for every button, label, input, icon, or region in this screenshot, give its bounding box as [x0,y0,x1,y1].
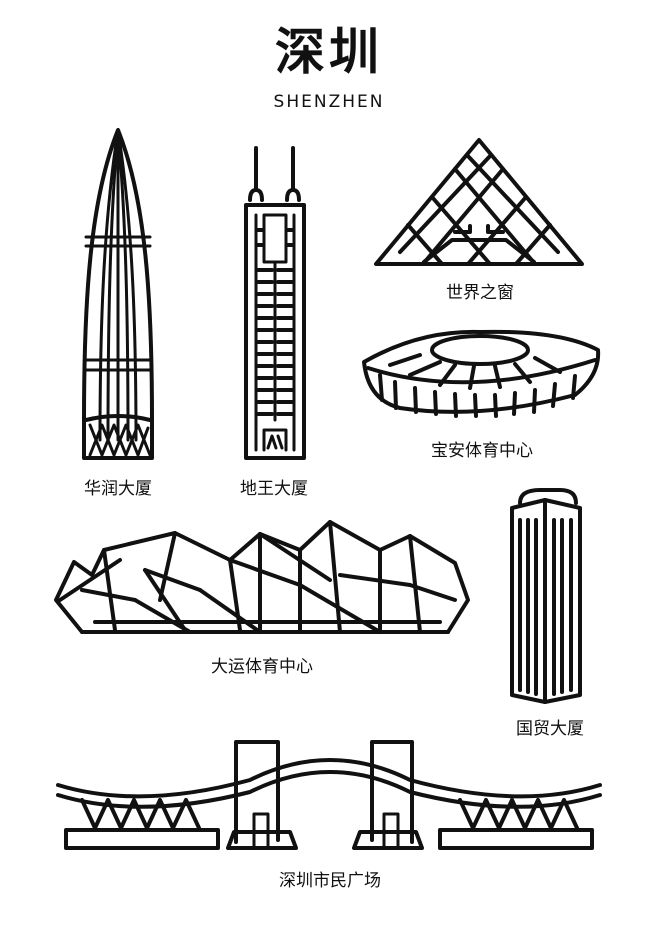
label-baoan-stadium: 宝安体育中心 [431,441,533,461]
label-china-resources-tower: 华润大厦 [84,479,152,499]
window-of-the-world-drawing [374,138,584,266]
page-subtitle: SHENZHEN [273,92,385,112]
civic-center-drawing [56,740,602,850]
label-window-of-the-world: 世界之窗 [446,283,514,303]
label-civic-center: 深圳市民广场 [279,871,381,891]
label-international-trade-center: 国贸大厦 [516,719,584,739]
baoan-stadium-drawing [362,329,601,418]
china-resources-tower-drawing [82,128,154,460]
page-title: 深圳 [275,23,383,81]
label-universiade-center: 大运体育中心 [211,657,313,677]
diwang-tower-drawing [244,146,306,460]
international-trade-center-drawing [510,488,582,704]
universiade-center-drawing [54,520,470,634]
label-diwang-tower: 地王大厦 [240,479,308,499]
